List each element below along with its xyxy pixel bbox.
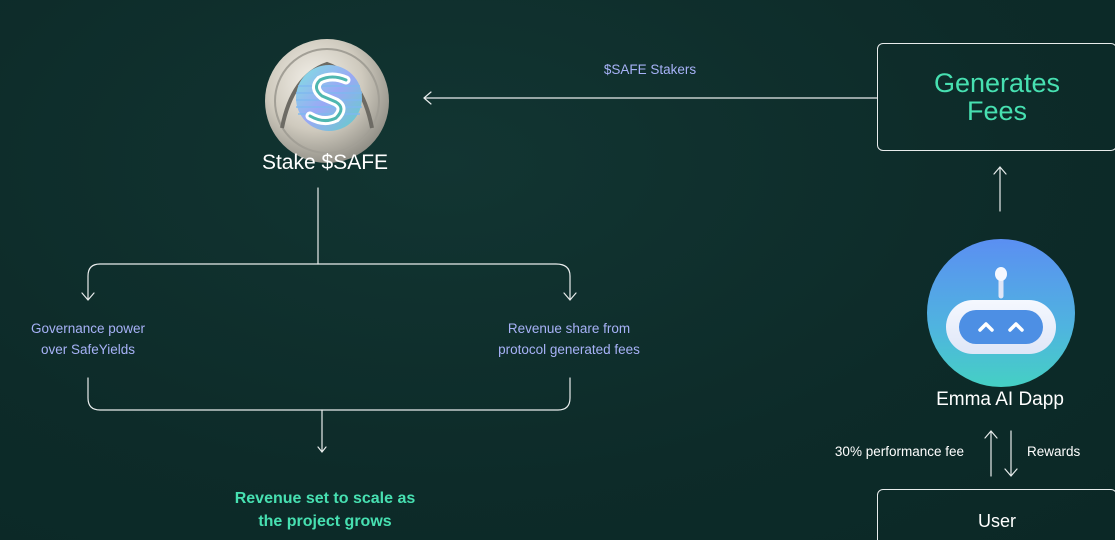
outcome-arrowhead [317,446,327,453]
generates-fees-line-1: Generates [933,68,1061,98]
branch-bracket-top [87,263,571,301]
governance-line-1: Governance power [30,321,146,336]
performance-fee-label: 30% performance fee [834,444,964,459]
revenue-branch-label: Revenue share from protocol generated fe… [458,318,680,360]
governance-arrowhead [81,292,95,301]
generates-fees-label: Generates Fees [912,69,1082,125]
revenue-line-2: protocol generated fees [498,342,640,357]
stakers-label: $SAFE Stakers [603,62,697,77]
outcome-line-1: Revenue set to scale as [234,490,416,507]
generates-fees-box: Generates Fees [877,43,1115,151]
safe-token-icon [262,36,392,166]
governance-branch-label: Governance power over SafeYields [0,318,176,360]
revenue-arrowhead [563,292,577,301]
revenue-line-1: Revenue share from [507,321,631,336]
outcome-label: Revenue set to scale as the project grow… [180,487,470,533]
outcome-line-2: the project grows [258,513,392,530]
robot-icon [926,238,1076,388]
generates-fees-line-2: Fees [966,96,1028,126]
emma-dapp-label: Emma AI Dapp [936,389,1064,410]
governance-line-2: over SafeYields [40,342,136,357]
fees-to-stakers-arrowhead [423,91,432,105]
rewards-down-arrowhead [1004,468,1018,477]
stake-safe-label: Stake $SAFE [261,151,389,174]
user-box: User [877,489,1115,540]
merge-bracket-bottom [87,377,571,411]
fee-up-arrowhead [984,430,998,439]
user-label: User [977,511,1016,531]
dapp-to-fees-arrowhead [993,166,1007,175]
rewards-label: Rewards [1027,444,1081,459]
